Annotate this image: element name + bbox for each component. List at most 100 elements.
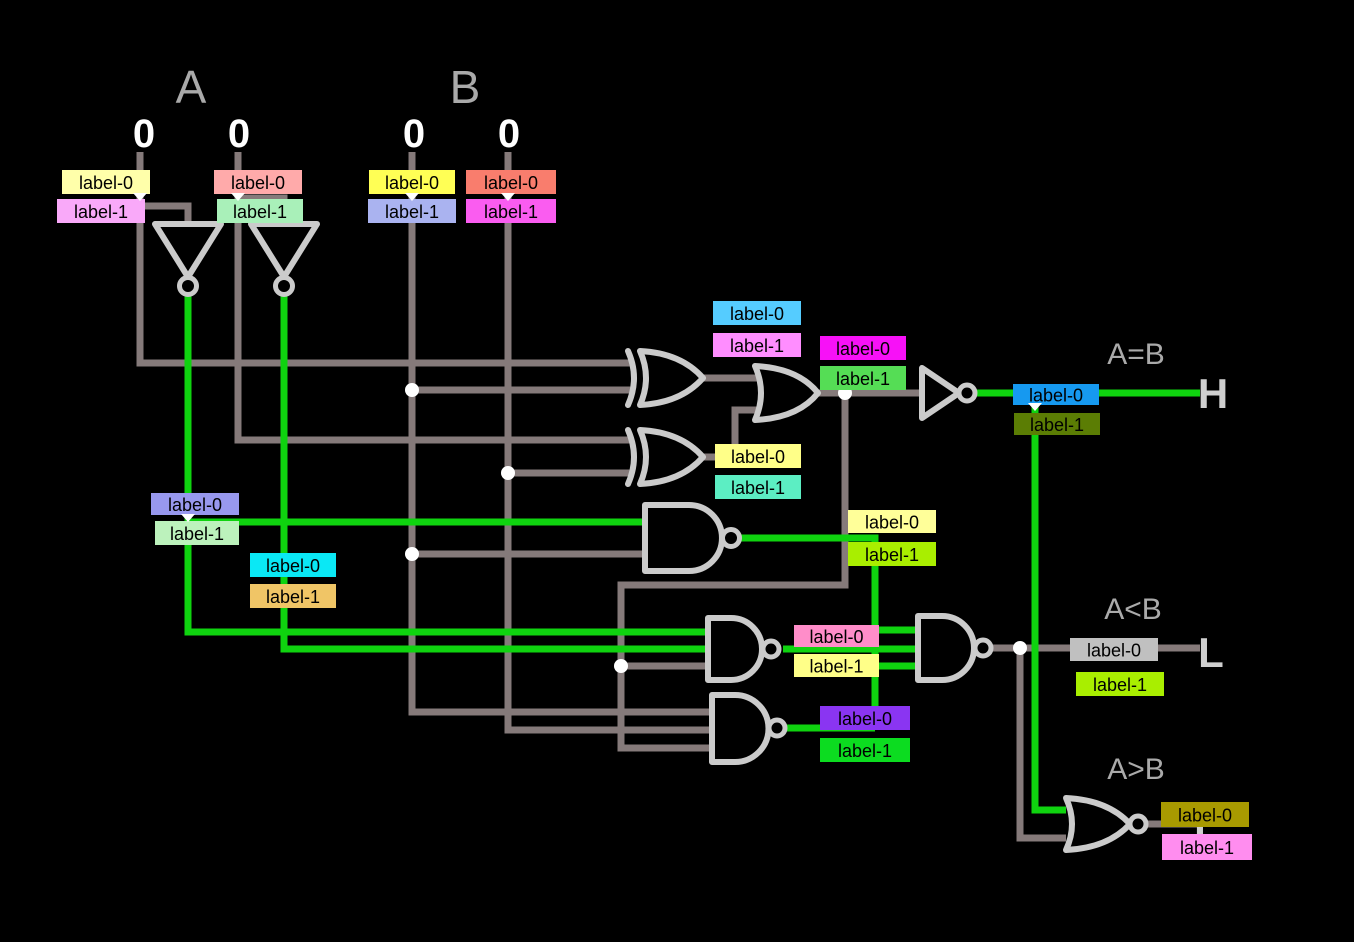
wire-label-text: label-1 [1030, 415, 1084, 435]
wire-label-text: label-0 [168, 495, 222, 515]
wire-b0 [408, 152, 712, 716]
inverter-bubble [760, 638, 782, 660]
wire-label-text: label-0 [836, 339, 890, 359]
wire-a0-to-not [140, 202, 192, 224]
wire-label-chip [250, 584, 336, 608]
wires-logic-1 [184, 294, 1200, 814]
wire-label-text: label-1 [484, 202, 538, 222]
wire-label-chip [794, 654, 879, 677]
wires-logic-0 [136, 152, 1200, 842]
wire-label-text: label-0 [1087, 641, 1141, 661]
wire-to-nor-in2 [1016, 648, 1066, 842]
wire-label-text: label-1 [170, 524, 224, 544]
wire-label-chip [1070, 638, 1158, 661]
wire-label-text: label-0 [809, 627, 863, 647]
inverter-bubble [1127, 813, 1149, 835]
nand-gate-right [915, 613, 994, 683]
output-expr-a-equals-b: A=B [1107, 338, 1165, 371]
wire-label-chip [848, 542, 936, 566]
wire-label-chip [1013, 384, 1099, 405]
wire-label-text: label-1 [838, 741, 892, 761]
label-pointer-layer [133, 193, 1042, 522]
not-gate-output [919, 365, 978, 421]
input-pin-a1[interactable]: 0 [228, 112, 250, 156]
junction-dot [405, 383, 419, 397]
label-pointer-icon [1028, 403, 1042, 411]
wire-label-layer: label-0 label-1 label-0 label-1 label-0 label… [57, 170, 1252, 860]
or-gate [752, 363, 821, 423]
input-pin-a0[interactable]: 0 [133, 112, 155, 156]
wire-label-chip [369, 170, 455, 194]
not-gate-a0 [152, 221, 224, 297]
wire-label-chip [820, 738, 910, 762]
label-pointer-icon [231, 193, 245, 201]
wire-label-text: label-1 [74, 202, 128, 222]
nand-gate-bottom [709, 692, 788, 765]
wire-label-chip [368, 199, 456, 223]
junction-dot [1013, 641, 1027, 655]
wire-label-text: label-1 [233, 202, 287, 222]
wire-label-chip [1014, 413, 1100, 435]
label-pointer-icon [501, 193, 515, 201]
wire-label-text: label-0 [1029, 386, 1083, 406]
wire-label-text: label-1 [731, 478, 785, 498]
wire-label-text: label-0 [231, 173, 285, 193]
wire-label-chip [715, 444, 801, 468]
input-pin-b1[interactable]: 0 [498, 112, 520, 156]
wire-label-text: label-1 [809, 657, 863, 677]
wire-label-chip [820, 336, 906, 360]
wire-label-chip [466, 170, 556, 194]
wire-label-chip [1161, 802, 1249, 827]
xor-gate-2 [625, 427, 706, 487]
wire-b1 [504, 152, 712, 734]
wire-label-text: label-1 [1180, 838, 1234, 858]
inverter-bubble [273, 275, 295, 297]
inverter-bubble [720, 527, 742, 549]
wire-label-chip [820, 366, 906, 390]
wire-label-chip [713, 333, 801, 357]
wire-label-chip [1076, 672, 1164, 696]
label-pointer-icon [133, 193, 147, 201]
inverter-bubble [177, 275, 199, 297]
wire-label-chip [820, 706, 910, 730]
wire-label-text: label-1 [865, 545, 919, 565]
wire-label-chip [151, 493, 239, 515]
input-group-title-b: B [450, 61, 481, 113]
gates [152, 221, 1149, 853]
wire-label-chip [217, 199, 303, 223]
wire-label-chip [794, 625, 879, 647]
wire-not-a0-out [184, 294, 708, 636]
nand-gate-mid [642, 502, 742, 574]
input-pin-b0[interactable]: 0 [403, 112, 425, 156]
label-pointer-icon [181, 514, 195, 522]
wire-label-chip [155, 521, 239, 545]
wire-label-chip [250, 553, 336, 577]
wire-label-text: label-1 [836, 369, 890, 389]
wire-label-chip [466, 199, 556, 223]
output-expr-a-less-b: A<B [1104, 593, 1162, 626]
wire-a1 [234, 152, 632, 444]
wire-a-equals-b-branch [1031, 393, 1066, 814]
junction-dot [405, 547, 419, 561]
output-value-a-equals-b: H [1198, 370, 1228, 417]
label-pointer-icon [405, 193, 419, 201]
inverter-bubble [972, 637, 994, 659]
nand-gate-left [705, 615, 782, 683]
wire-label-text: label-0 [79, 173, 133, 193]
wire-label-text: label-1 [730, 336, 784, 356]
wire-not-a1-out [280, 294, 708, 653]
xor-gate-1 [625, 348, 706, 408]
wire-label-chip [715, 475, 801, 499]
wire-label-chip [214, 170, 302, 194]
wire-label-chip [848, 510, 936, 533]
wire-label-text: label-0 [484, 173, 538, 193]
wire-label-text: label-0 [1178, 806, 1232, 826]
wire-label-text: label-0 [731, 447, 785, 467]
wire-label-text: label-0 [838, 709, 892, 729]
junction-dot [501, 466, 515, 480]
inverter-bubble [766, 717, 788, 739]
output-expr-a-greater-b: A>B [1107, 753, 1165, 786]
wire-label-text: label-1 [1093, 675, 1147, 695]
wire-label-text: label-0 [385, 173, 439, 193]
wire-label-text: label-0 [865, 513, 919, 533]
